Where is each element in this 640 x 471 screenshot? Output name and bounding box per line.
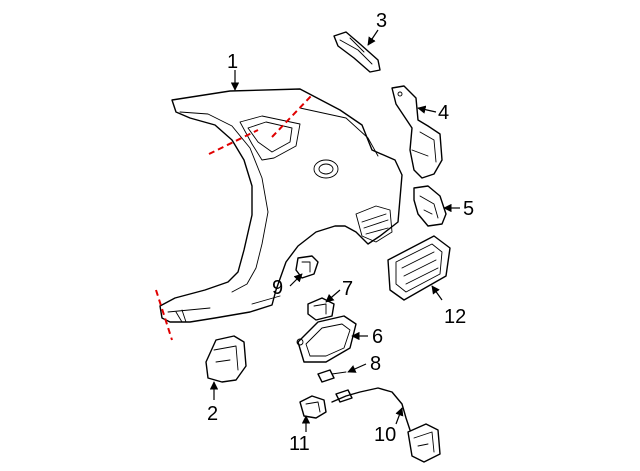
release-cable-part[interactable] xyxy=(331,387,441,463)
callout-8: 8 xyxy=(370,353,381,375)
upper-bracket-part[interactable] xyxy=(333,31,381,73)
callout-11: 11 xyxy=(289,433,310,455)
callout-4: 4 xyxy=(438,102,449,124)
callout-12: 12 xyxy=(444,306,466,328)
leader-3 xyxy=(367,29,379,46)
cut-line-rocker xyxy=(155,289,173,341)
callout-10: 10 xyxy=(374,424,396,446)
leader-12 xyxy=(431,285,443,301)
leader-8 xyxy=(347,363,367,373)
wheelhouse-extension-part[interactable] xyxy=(391,85,443,179)
fuel-door-housing-part[interactable] xyxy=(387,235,451,301)
callout-2: 2 xyxy=(207,403,218,425)
callout-1: 1 xyxy=(227,51,238,73)
cut-line-pillar xyxy=(208,129,259,155)
leader-10 xyxy=(395,407,404,425)
actuator-part[interactable] xyxy=(299,395,327,419)
lower-bracket-part[interactable] xyxy=(205,335,247,383)
hinge-part[interactable] xyxy=(307,297,335,321)
leader-9 xyxy=(289,273,303,287)
panel-bracket-part[interactable] xyxy=(413,185,447,227)
callout-labels: 1 3 4 5 12 9 7 6 8 2 11 10 xyxy=(207,10,474,455)
leader-7 xyxy=(325,289,341,303)
callout-5: 5 xyxy=(463,198,474,220)
bolt-part[interactable] xyxy=(317,369,347,383)
callout-9: 9 xyxy=(272,277,283,299)
callout-7: 7 xyxy=(342,278,353,300)
leader-lines xyxy=(209,29,460,432)
latch-clip-part[interactable] xyxy=(295,255,319,279)
callout-6: 6 xyxy=(372,326,383,348)
leader-4 xyxy=(417,105,437,114)
fuel-door-part[interactable] xyxy=(296,315,357,363)
quarter-panel-part[interactable] xyxy=(159,88,403,323)
callout-3: 3 xyxy=(376,10,387,32)
